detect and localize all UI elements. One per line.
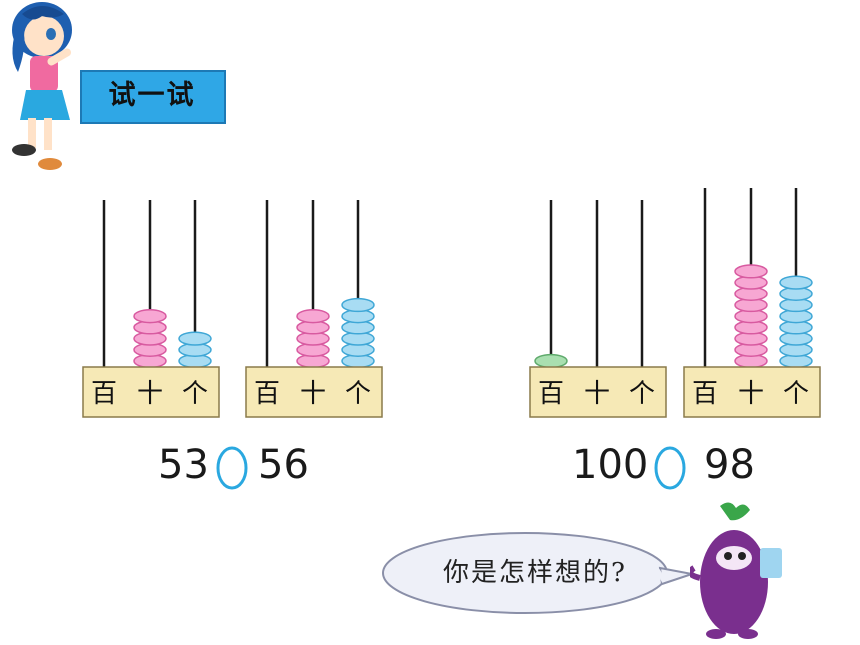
bead-ones — [779, 275, 813, 290]
place-label-ones: 个 — [182, 379, 208, 409]
place-label-hundreds: 百 — [692, 379, 718, 409]
bead-hundreds — [534, 353, 568, 369]
abacus-2: 百十个 — [245, 200, 383, 418]
girl-character-icon — [12, 2, 72, 170]
compare-left-number-1: 53 — [158, 442, 209, 488]
bead-tens — [296, 309, 330, 324]
place-label-hundreds: 百 — [538, 379, 564, 409]
bead-ones — [341, 297, 375, 313]
place-label-tens: 十 — [137, 379, 163, 409]
abacus-4: 百十个 — [683, 188, 821, 418]
place-label-tens: 十 — [584, 379, 610, 409]
place-label-ones: 个 — [783, 379, 809, 409]
title-box — [80, 70, 226, 124]
bead-ones — [178, 331, 212, 346]
abacus-4-base — [683, 366, 821, 418]
speech-bubble — [382, 532, 696, 614]
abacus-2-base — [245, 366, 383, 418]
bead-tens — [734, 264, 768, 279]
compare-right-number-2: 98 — [704, 442, 755, 488]
speech-bubble-text: 你是怎样想的? — [443, 558, 627, 588]
place-label-ones: 个 — [629, 379, 655, 409]
compare-blank-circle-2[interactable] — [652, 445, 688, 491]
place-label-hundreds: 百 — [254, 379, 280, 409]
compare-blank-circle-1[interactable] — [214, 445, 250, 491]
eggplant-character-icon — [690, 502, 782, 639]
abacus-3: 百十个 — [529, 200, 667, 418]
compare-right-number-1: 56 — [258, 442, 309, 488]
bead-tens — [133, 309, 167, 324]
place-label-ones: 个 — [345, 379, 371, 409]
place-label-tens: 十 — [300, 379, 326, 409]
abacus-3-base — [529, 366, 667, 418]
place-label-hundreds: 百 — [91, 379, 117, 409]
abacus-1-base — [82, 366, 220, 418]
section-title: 试一试 — [108, 80, 196, 111]
abacus-1: 百十个 — [82, 200, 220, 418]
place-label-tens: 十 — [738, 379, 764, 409]
compare-left-number-2: 100 — [572, 442, 649, 488]
